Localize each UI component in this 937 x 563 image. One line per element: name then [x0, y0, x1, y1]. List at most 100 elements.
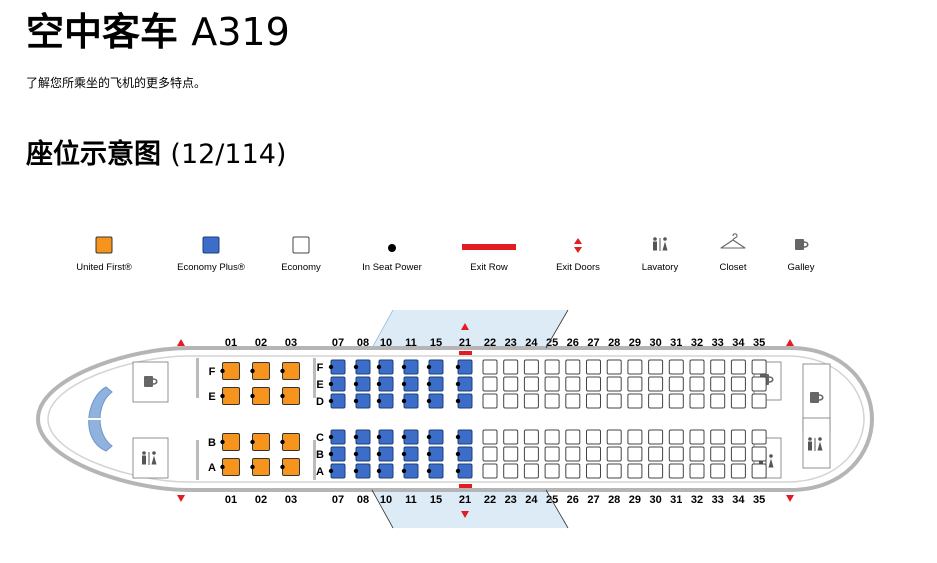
- economy-seat: [482, 446, 498, 462]
- economy-plus-seat: [376, 359, 394, 375]
- seat-shape: [648, 463, 664, 479]
- economy-seat: [586, 376, 601, 392]
- economy-seat: [503, 393, 519, 409]
- person-body: [759, 458, 763, 468]
- economy-seat: [523, 429, 539, 445]
- seat-letter: C: [316, 432, 324, 444]
- economy-plus-seat: [426, 463, 444, 479]
- legend-label: United First®: [76, 262, 132, 273]
- row-number: 23: [505, 337, 517, 349]
- legend-label: Lavatory: [642, 262, 679, 273]
- legend-label: Economy Plus®: [177, 262, 245, 273]
- seat-shape: [668, 393, 684, 409]
- power-dot: [455, 468, 461, 474]
- row-number: 03: [285, 494, 297, 506]
- economy-seat: [710, 446, 726, 462]
- exit-door-down-arrow: [574, 247, 582, 253]
- seat-shape: [648, 446, 664, 462]
- seat-shape: [689, 359, 705, 375]
- power-dot: [328, 381, 334, 387]
- seat-shape: [282, 387, 300, 405]
- person-head: [152, 451, 156, 455]
- power-dot: [220, 368, 225, 374]
- person-body: [653, 241, 657, 251]
- closet-hanger-icon: [720, 233, 746, 249]
- wing-edge: [545, 309, 569, 349]
- seat-shape: [648, 376, 664, 392]
- exit-row-bar-icon: [462, 244, 516, 250]
- first-class-seat: [220, 458, 240, 476]
- row-number: 30: [649, 337, 661, 349]
- economy-plus-seat: [328, 463, 346, 479]
- rear-lavatory-box-b: [802, 417, 831, 469]
- seat-shape: [751, 446, 767, 462]
- economy-seat: [565, 429, 581, 445]
- seat-letter: A: [316, 466, 324, 478]
- economy-seat: [710, 376, 726, 392]
- economy-seat: [503, 446, 519, 462]
- seat-shape: [222, 362, 240, 380]
- seat-letter: A: [208, 462, 216, 474]
- partition: [313, 358, 316, 398]
- economy-plus-seat: [426, 429, 444, 445]
- seat-shape: [627, 376, 643, 392]
- power-dot: [401, 434, 407, 440]
- power-dot: [376, 364, 382, 370]
- power-dot: [353, 364, 359, 370]
- economy-seat: [627, 359, 643, 375]
- page-title: 空中客车 A319: [26, 6, 290, 58]
- cockpit-window: [88, 386, 113, 452]
- person-body: [142, 455, 146, 465]
- divider: [765, 455, 767, 468]
- economy-seat: [689, 393, 705, 409]
- first-class-seat: [280, 362, 300, 380]
- seat-shape: [252, 387, 270, 405]
- economy-seat: [751, 376, 767, 392]
- first-class-seat: [280, 387, 300, 405]
- seat-shape: [730, 376, 746, 392]
- exit-door-up-arrow: [786, 339, 794, 346]
- seat-shape: [606, 446, 622, 462]
- legend-label: Exit Row: [470, 262, 508, 273]
- row-number: 02: [255, 337, 267, 349]
- seat-shape: [544, 463, 560, 479]
- power-dot: [426, 451, 432, 457]
- row-number: 27: [587, 494, 599, 506]
- economy-seat: [730, 463, 746, 479]
- legend-item: [202, 236, 220, 254]
- seat-shape: [606, 359, 622, 375]
- lavatory-icon: [653, 237, 668, 251]
- seat-letter: F: [209, 366, 216, 378]
- economy-plus-seat: [353, 446, 371, 462]
- seat-shape: [730, 463, 746, 479]
- seat-shape: [730, 429, 746, 445]
- seat-shape: [252, 433, 270, 451]
- economy-seat: [482, 463, 498, 479]
- seat-shape: [751, 376, 767, 392]
- person-body: [768, 458, 774, 468]
- seat-shape: [689, 429, 705, 445]
- economy-plus-seat: [401, 393, 419, 409]
- power-dot: [280, 368, 285, 374]
- exit-row-bar: [459, 351, 472, 355]
- person-body: [808, 441, 812, 451]
- hanger-shape: [720, 233, 746, 249]
- seat-letter: B: [316, 449, 324, 461]
- economy-plus-seat: [455, 463, 473, 479]
- row-number: 35: [753, 337, 765, 349]
- economy-plus-seat: [455, 429, 473, 445]
- economy-plus-seat: [401, 376, 419, 392]
- row-number: 15: [430, 494, 442, 506]
- power-dot: [353, 451, 359, 457]
- power-dot: [455, 434, 461, 440]
- economy-seat: [523, 446, 539, 462]
- power-dot: [250, 464, 255, 470]
- row-number: 02: [255, 494, 267, 506]
- power-dot: [376, 434, 382, 440]
- row-number: 03: [285, 337, 297, 349]
- exit-door-arrows-icon: [574, 238, 582, 253]
- power-dot: [353, 468, 359, 474]
- seat-shape: [544, 446, 560, 462]
- seat-shape: [565, 446, 581, 462]
